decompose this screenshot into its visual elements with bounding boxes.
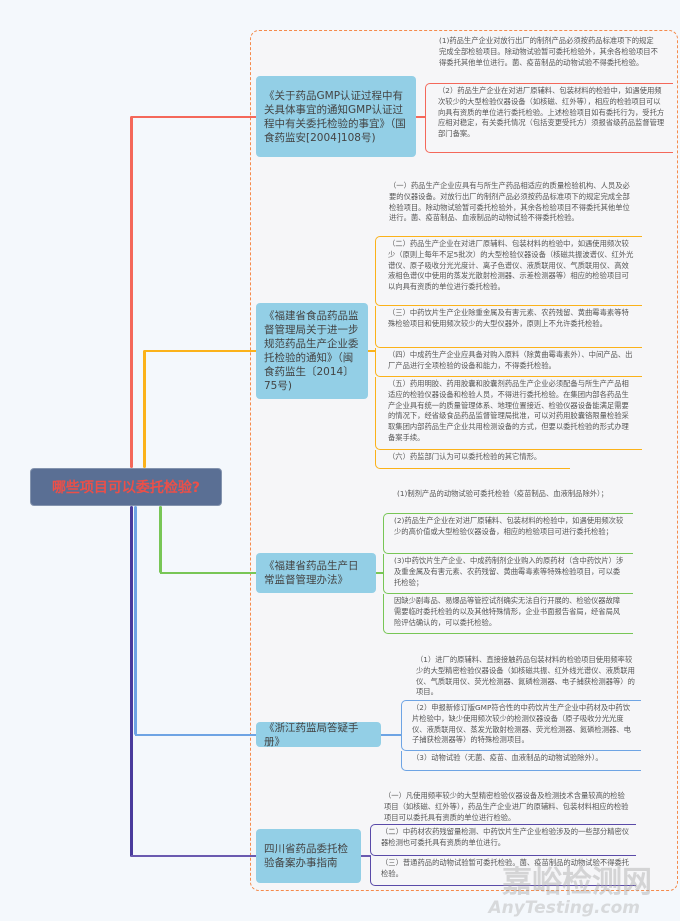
topic-gmp-notice[interactable]: 《关于药品GMP认证过程中有关具体事宜的通知GMP认证过程中有关委托检验的事宜》… bbox=[256, 76, 416, 157]
detail-item[interactable]: （三）中药饮片生产企业除重金属及有害元素、农药残留、黄曲霉毒素等特殊检验项目和使… bbox=[375, 306, 642, 348]
detail-item[interactable]: （三）普通药品的动物试验暂可委托检验。菌、疫苗制品的动物试验不得委托检验。 bbox=[370, 856, 636, 886]
detail-item[interactable]: （二）中药材农药残留量检测、中药饮片生产企业检验涉及的一些部分精密仪器检测也可委… bbox=[370, 824, 636, 856]
detail-item[interactable]: (3)中药饮片生产企业、中成药制剂企业购入的原药材（含中药饮片）涉及重金属及有害… bbox=[383, 554, 633, 594]
subconnector-2 bbox=[368, 350, 376, 352]
detail-item[interactable]: （五）药用明胶、药用胶囊和胶囊剂药品生产企业必须配备与所生产产品相适应的检验仪器… bbox=[375, 377, 642, 450]
topic-title: 《福建省食品药品监督管理局关于进一步规范药品生产企业委托检验的通知》（闽食药监生… bbox=[264, 310, 359, 392]
branch-line-2 bbox=[143, 350, 146, 468]
branch-connector-5 bbox=[131, 855, 256, 857]
branch-line-1 bbox=[130, 116, 133, 468]
detail-item[interactable]: （一）凡使用频率较少的大型精密检验仪器设备及检测技术含量较高的检验项目（如核磁、… bbox=[384, 791, 629, 822]
subconnector-1 bbox=[416, 116, 426, 118]
detail-item[interactable]: (1)药品生产企业对放行出厂的制剂产品必须按药品标准项下的规定完成全部检验项目。… bbox=[439, 36, 658, 67]
detail-item[interactable]: (2)药品生产企业在对进厂原辅料、包装材料的检验中，如遇使用频次较少的高价值或大… bbox=[383, 513, 633, 554]
subconnector-3 bbox=[376, 572, 384, 574]
detail-item[interactable]: （六）药监部门认为可以委托检验的其它情形。 bbox=[375, 450, 570, 469]
detail-item[interactable]: （2）申报新修订版GMP符合性的中药饮片生产企业中药材及中药饮片检验中，缺少使用… bbox=[401, 700, 641, 751]
detail-item[interactable]: （2）药品生产企业在对进厂原辅料、包装材料的检验中，如遇使用频次较少的大型检验仪… bbox=[425, 83, 673, 153]
detail-item[interactable]: (1)制剂产品的动物试验可委托检验（疫苗制品、血液制品除外）； bbox=[397, 489, 608, 498]
root-topic[interactable]: 哪些项目可以委托检验? bbox=[30, 468, 222, 506]
branch-connector-3 bbox=[160, 572, 256, 574]
detail-item[interactable]: （1）进厂的原辅料、直接接触药品包装材料的检验项目使用频率较少的大型精密检验仪器… bbox=[416, 655, 635, 697]
topic-zhejiang-faq[interactable]: 《浙江药监局答疑手册》 bbox=[256, 721, 381, 748]
subconnector-4 bbox=[381, 734, 401, 736]
branch-connector-4 bbox=[135, 734, 256, 736]
root-title: 哪些项目可以委托检验? bbox=[51, 480, 201, 496]
branch-connector-2 bbox=[144, 350, 256, 352]
topic-title: 《福建省药品生产日常监督管理办法》 bbox=[264, 560, 359, 586]
branch-connector-1 bbox=[131, 116, 256, 118]
watermark-cn: 嘉峪检测网 bbox=[502, 865, 652, 900]
branch-line-3 bbox=[159, 506, 162, 573]
branch-line-5 bbox=[130, 506, 133, 857]
detail-item[interactable]: 因缺少剧毒品、易爆品等管控试剂确实无法自行开展的、检验仪器故障需要临时委托检验的… bbox=[383, 594, 633, 634]
watermark-en: AnyTesting.com bbox=[488, 898, 640, 918]
branch-line-4 bbox=[134, 506, 137, 735]
detail-item[interactable]: （二）药品生产企业在对进厂原辅料、包装材料的检验中，如遇使用频次较少（原则上每年… bbox=[375, 236, 642, 306]
topic-title: 《浙江药监局答疑手册》 bbox=[264, 721, 359, 748]
branch-group-frame bbox=[250, 30, 678, 891]
topic-sichuan-guide[interactable]: 四川省药品委托检验备案办事指南 bbox=[256, 829, 361, 883]
detail-item[interactable]: （3）动物试验（无菌、疫苗、血液制品的动物试验除外）。 bbox=[401, 751, 641, 771]
topic-fujian-rules[interactable]: 《福建省药品生产日常监督管理办法》 bbox=[256, 553, 376, 593]
topic-fujian-notice[interactable]: 《福建省食品药品监督管理局关于进一步规范药品生产企业委托检验的通知》（闽食药监生… bbox=[256, 303, 368, 399]
detail-item[interactable]: （四）中成药生产企业应具备对购入原料（除黄曲霉毒素外）、中间产品、出厂产品进行全… bbox=[375, 348, 642, 377]
subconnector-5 bbox=[361, 855, 371, 857]
topic-title: 四川省药品委托检验备案办事指南 bbox=[264, 843, 348, 869]
detail-item[interactable]: （一）药品生产企业应具有与所生产药品相适应的质量检验机构、人员及必要的仪器设备。… bbox=[389, 181, 630, 223]
topic-title: 《关于药品GMP认证过程中有关具体事宜的通知GMP认证过程中有关委托检验的事宜》… bbox=[264, 89, 406, 144]
